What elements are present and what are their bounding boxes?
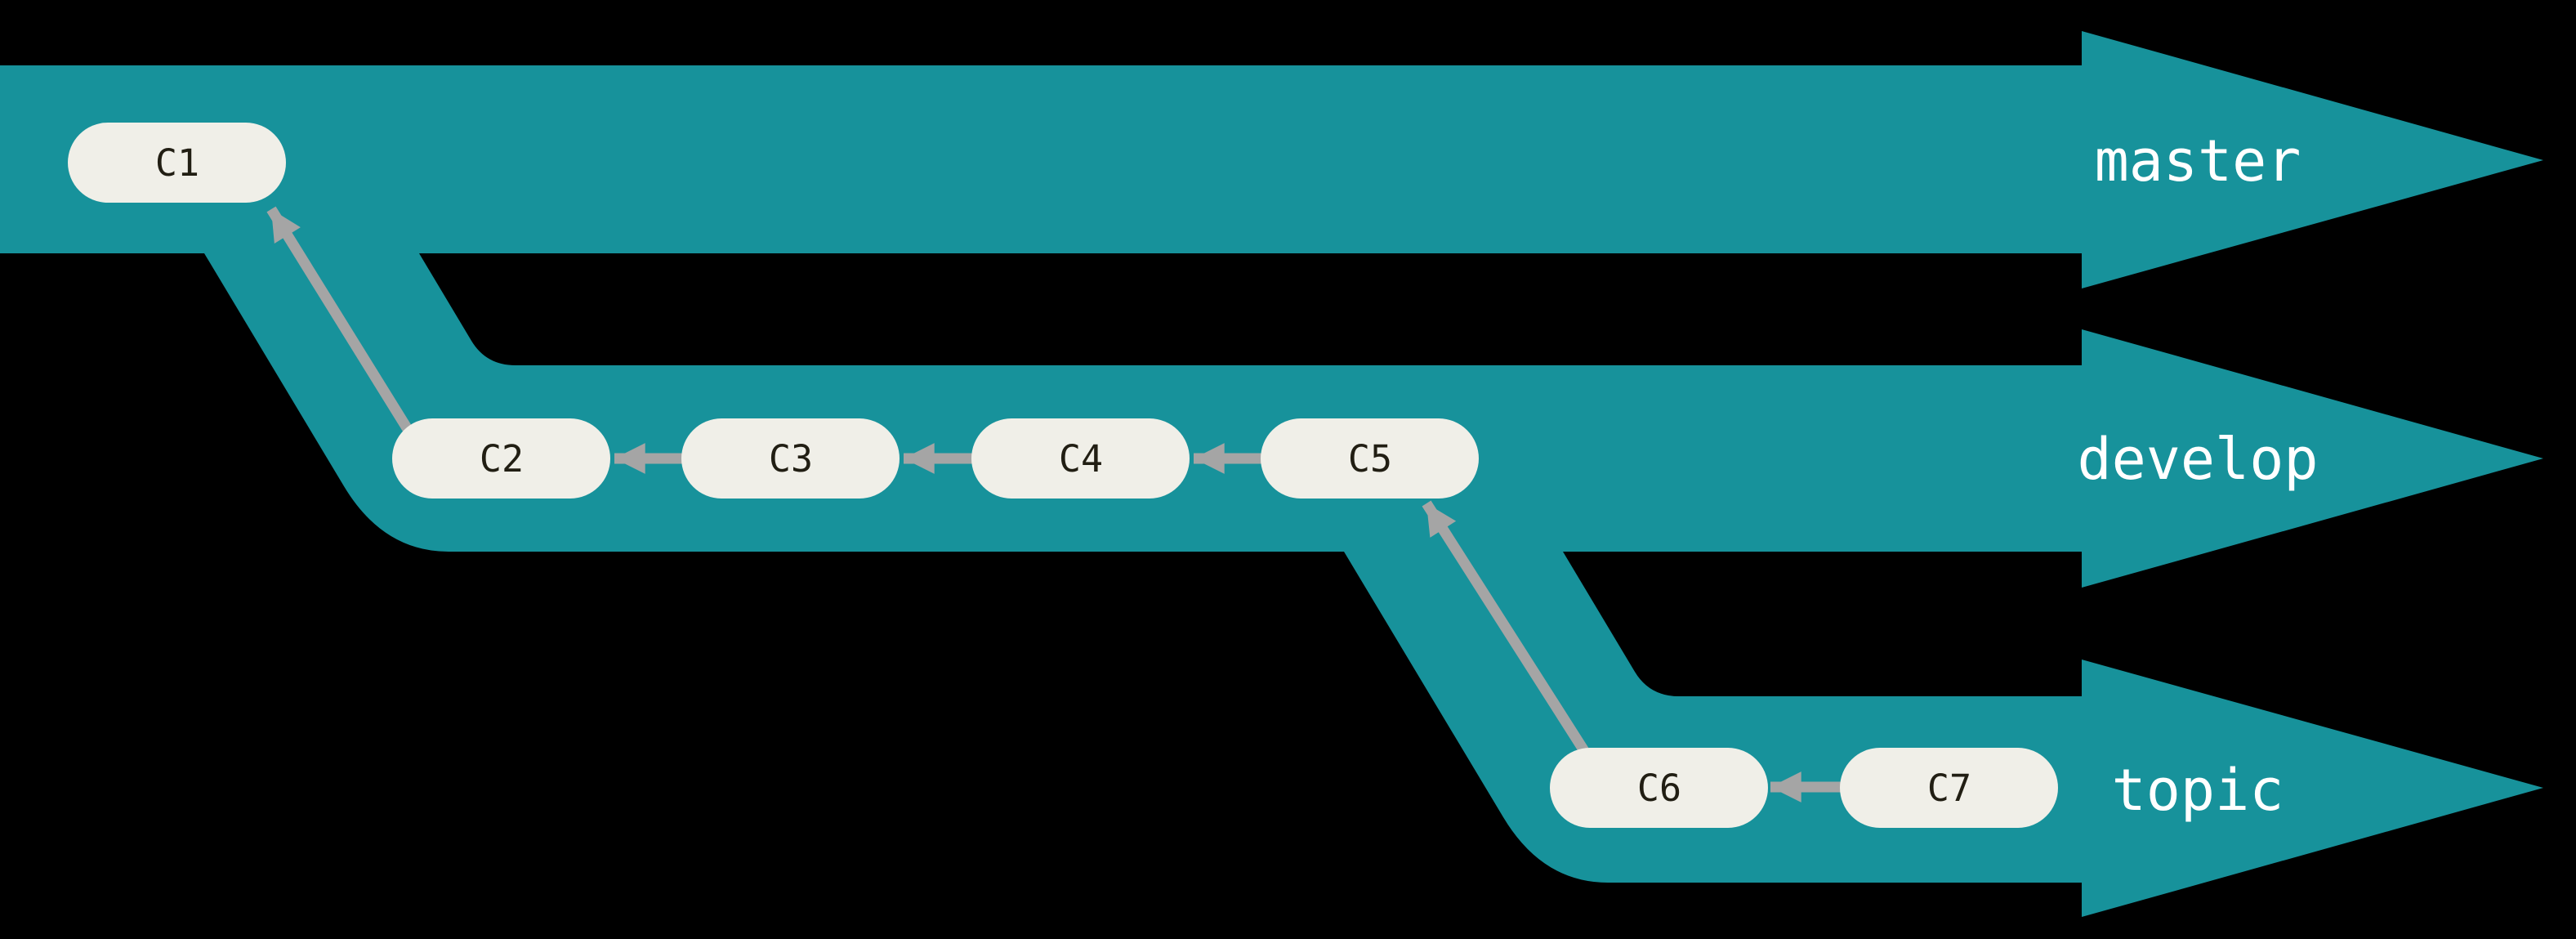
commit-label-c7: C7	[1927, 767, 1971, 810]
commit-label-c2: C2	[480, 437, 524, 481]
branch-label-topic: topic	[2112, 757, 2284, 824]
commit-label-c4: C4	[1059, 437, 1103, 481]
commit-label-c3: C3	[769, 437, 813, 481]
edge-arrow-c2-c1	[266, 206, 417, 440]
commit-node-c7	[1840, 748, 2058, 828]
commit-node-c2	[392, 418, 610, 499]
commit-node-c1	[68, 123, 286, 203]
commit-label-c1: C1	[155, 141, 199, 185]
commit-node-c6	[1550, 748, 1768, 828]
commit-label-c6: C6	[1637, 767, 1681, 810]
commit-node-c5	[1261, 418, 1479, 499]
commit-label-c5: C5	[1348, 437, 1392, 481]
branch-band-master	[0, 31, 2543, 288]
branch-label-master: master	[2095, 127, 2301, 195]
branch-label-develop: develop	[2077, 426, 2318, 493]
commit-node-c4	[971, 418, 1190, 499]
edge-arrow-c6-c5	[1422, 500, 1592, 759]
commit-node-c3	[681, 418, 900, 499]
